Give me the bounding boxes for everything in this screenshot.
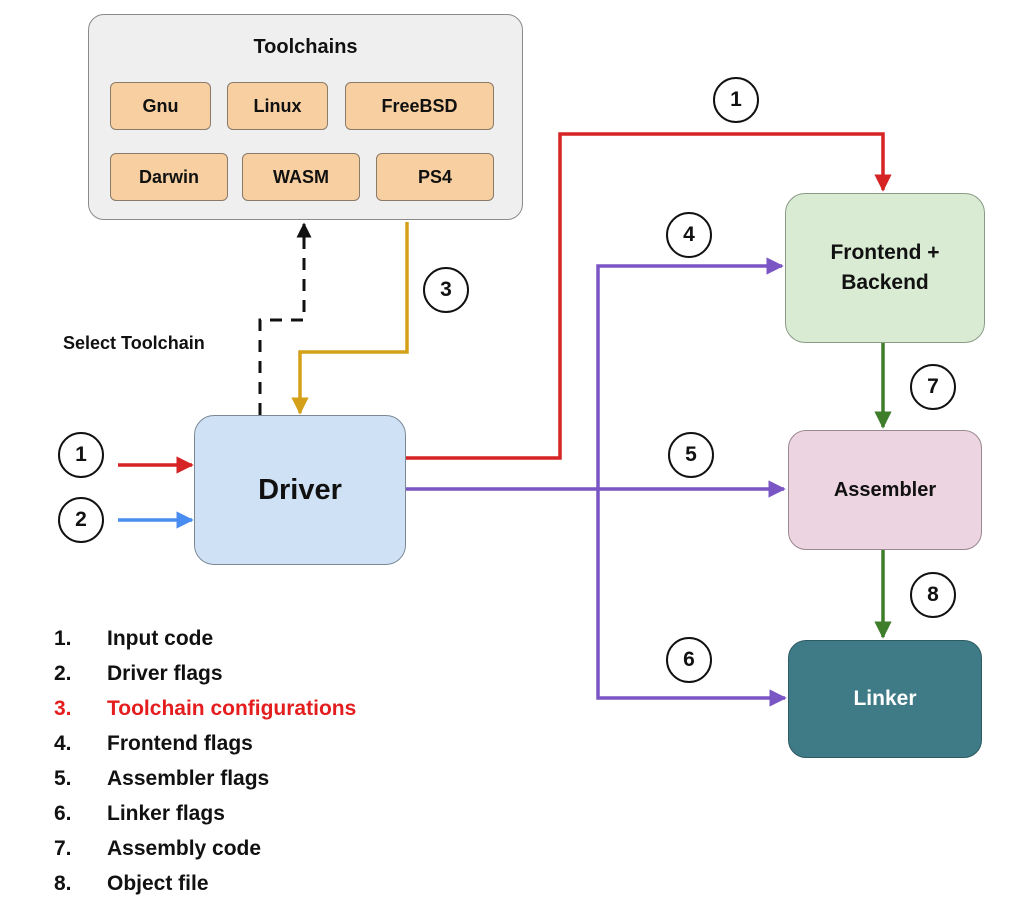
legend-text: Linker flags (107, 802, 225, 825)
driver-box: Driver (194, 415, 406, 565)
legend-text: Object file (107, 872, 209, 895)
linker-flags-arrow (596, 489, 787, 707)
badge-toolchain-config: 3 (423, 267, 469, 313)
legend-item: 2. Driver flags (54, 659, 356, 694)
legend-number: 7. (54, 837, 72, 860)
legend-text: Driver flags (107, 662, 223, 685)
legend-text: Assembler flags (107, 767, 270, 790)
legend-number: 5. (54, 767, 72, 790)
badge-object-file: 8 (910, 572, 956, 618)
legend-text: Toolchain configurations (107, 697, 357, 720)
toolchain-wasm: WASM (242, 153, 360, 201)
legend-item: 7. Assembly code (54, 834, 356, 869)
legend: 1. Input code 2. Driver flags 3. Toolchain … (54, 624, 356, 904)
badge-frontend-flags: 4 (666, 212, 712, 258)
legend-item: 4. Frontend flags (54, 729, 356, 764)
legend-number: 3. (54, 697, 72, 720)
legend-number: 1. (54, 627, 72, 650)
legend-text: Assembly code (107, 837, 262, 860)
legend-number: 4. (54, 732, 72, 755)
toolchain-freebsd: FreeBSD (345, 82, 494, 130)
legend-item: 8. Object file (54, 869, 356, 904)
legend-number: 8. (54, 872, 72, 895)
legend-item-highlighted: 3. Toolchain configurations (54, 694, 356, 729)
driver-to-frontend-arrow (406, 132, 892, 460)
toolchains-title: Toolchains (253, 36, 358, 58)
badge-driver-flags: 2 (58, 497, 104, 543)
assembler-box: Assembler (788, 430, 982, 550)
legend-item: 6. Linker flags (54, 799, 356, 834)
toolchain-linux: Linux (227, 82, 328, 130)
badge-input-code: 1 (58, 432, 104, 478)
select-toolchain-arrow (258, 222, 312, 415)
legend-number: 6. (54, 802, 72, 825)
driver-label: Driver (258, 473, 342, 506)
linker-label: Linker (853, 687, 917, 710)
select-toolchain-label: Select Toolchain (63, 333, 205, 353)
badge-linker-flags: 6 (666, 637, 712, 683)
assembler-label: Assembler (833, 478, 937, 501)
legend-text: Input code (107, 627, 214, 650)
legend-item: 5. Assembler flags (54, 764, 356, 799)
toolchain-gnu: Gnu (110, 82, 211, 130)
legend-number: 2. (54, 662, 72, 685)
legend-text: Frontend flags (107, 732, 253, 755)
badge-to-frontend: 1 (713, 77, 759, 123)
frontend-label-line1: Frontend + (830, 241, 940, 264)
frontend-label-line2: Backend (841, 271, 929, 294)
toolchain-darwin: Darwin (110, 153, 228, 201)
badge-assembler-flags: 5 (668, 432, 714, 478)
toolchain-ps4: PS4 (376, 153, 494, 201)
legend-item: 1. Input code (54, 624, 356, 659)
frontend-flags-arrow (596, 257, 784, 489)
toolchain-config-arrow (291, 222, 409, 415)
linker-box: Linker (788, 640, 982, 758)
badge-assembly-code: 7 (910, 364, 956, 410)
frontend-backend-box: Frontend + Backend (785, 193, 985, 343)
